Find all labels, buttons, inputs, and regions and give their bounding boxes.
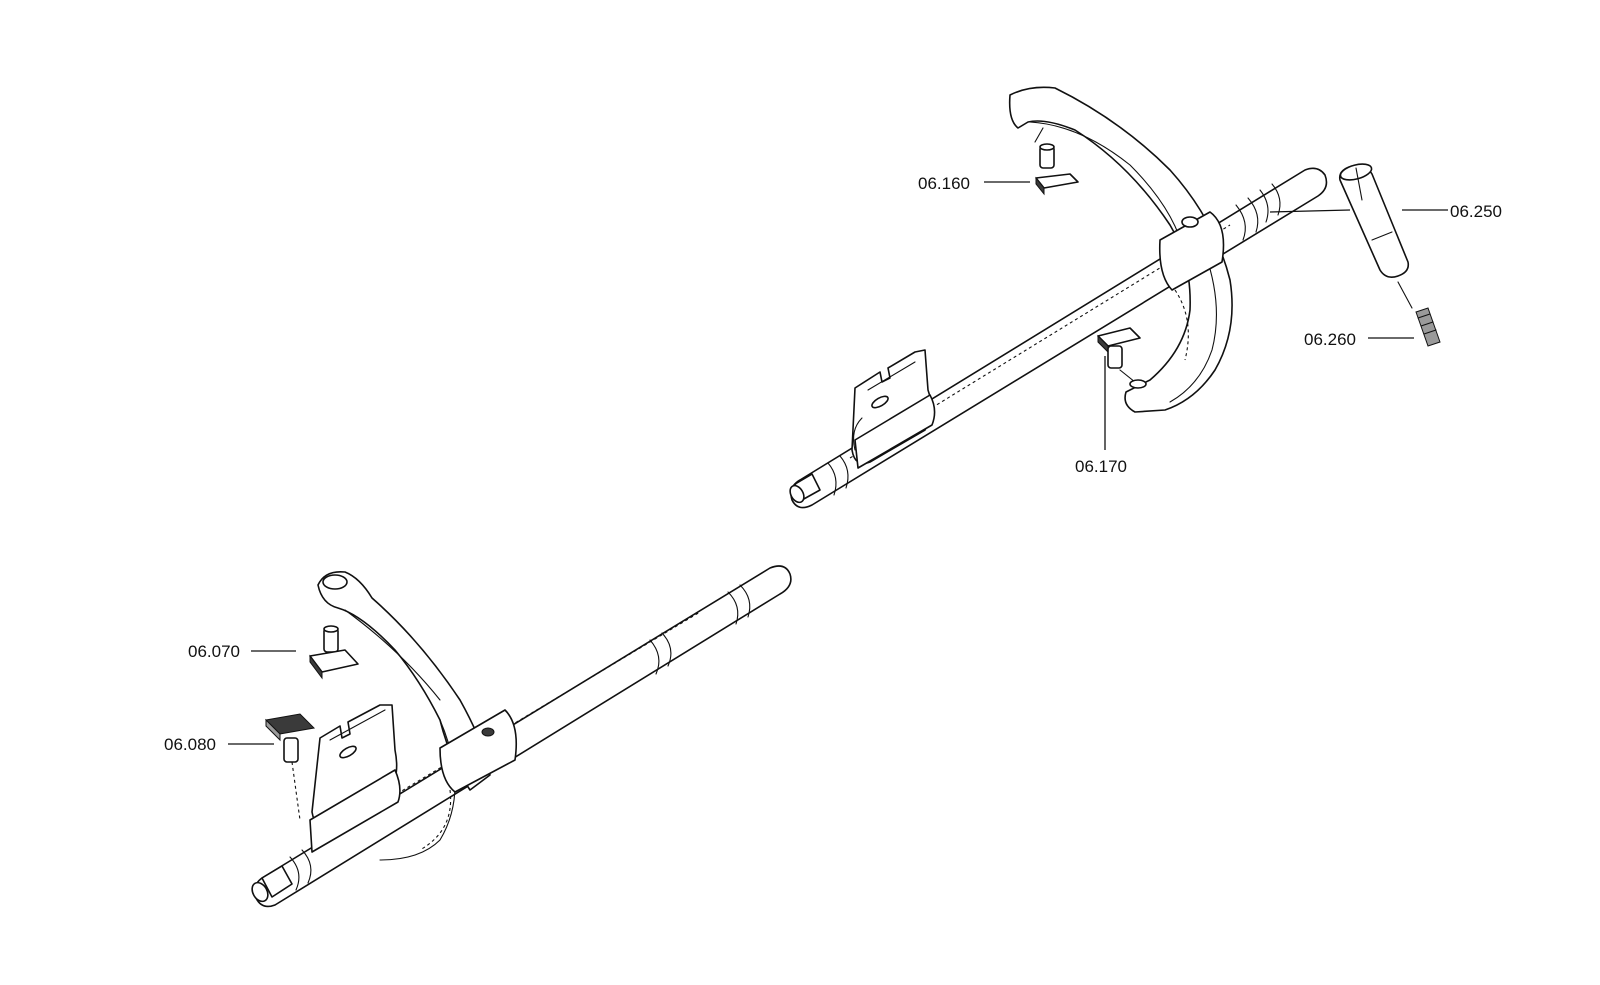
label-06-080: 06.080 bbox=[164, 735, 216, 754]
part-06-070-slide-pad[interactable] bbox=[309, 625, 359, 680]
label-06-070: 06.070 bbox=[188, 642, 240, 661]
label-06-260: 06.260 bbox=[1304, 330, 1356, 349]
part-06-260-spring[interactable] bbox=[1397, 281, 1441, 347]
part-06-160-slide-pad[interactable] bbox=[1034, 127, 1079, 196]
lower-shift-rod-assembly bbox=[251, 565, 792, 908]
label-06-170: 06.170 bbox=[1075, 457, 1127, 476]
part-06-170-slide-pad[interactable] bbox=[1097, 327, 1147, 389]
upper-shift-rod-assembly bbox=[789, 86, 1328, 509]
leader-06-250b bbox=[1269, 209, 1351, 213]
label-06-250: 06.250 bbox=[1450, 202, 1502, 221]
part-06-080-slide-pad[interactable] bbox=[264, 713, 316, 821]
label-06-160: 06.160 bbox=[918, 174, 970, 193]
lower-shift-fork[interactable] bbox=[317, 570, 491, 791]
lower-fork-hub bbox=[439, 709, 518, 793]
part-06-250-detent-plunger[interactable] bbox=[1338, 161, 1410, 278]
upper-fork-hub bbox=[1158, 211, 1225, 291]
